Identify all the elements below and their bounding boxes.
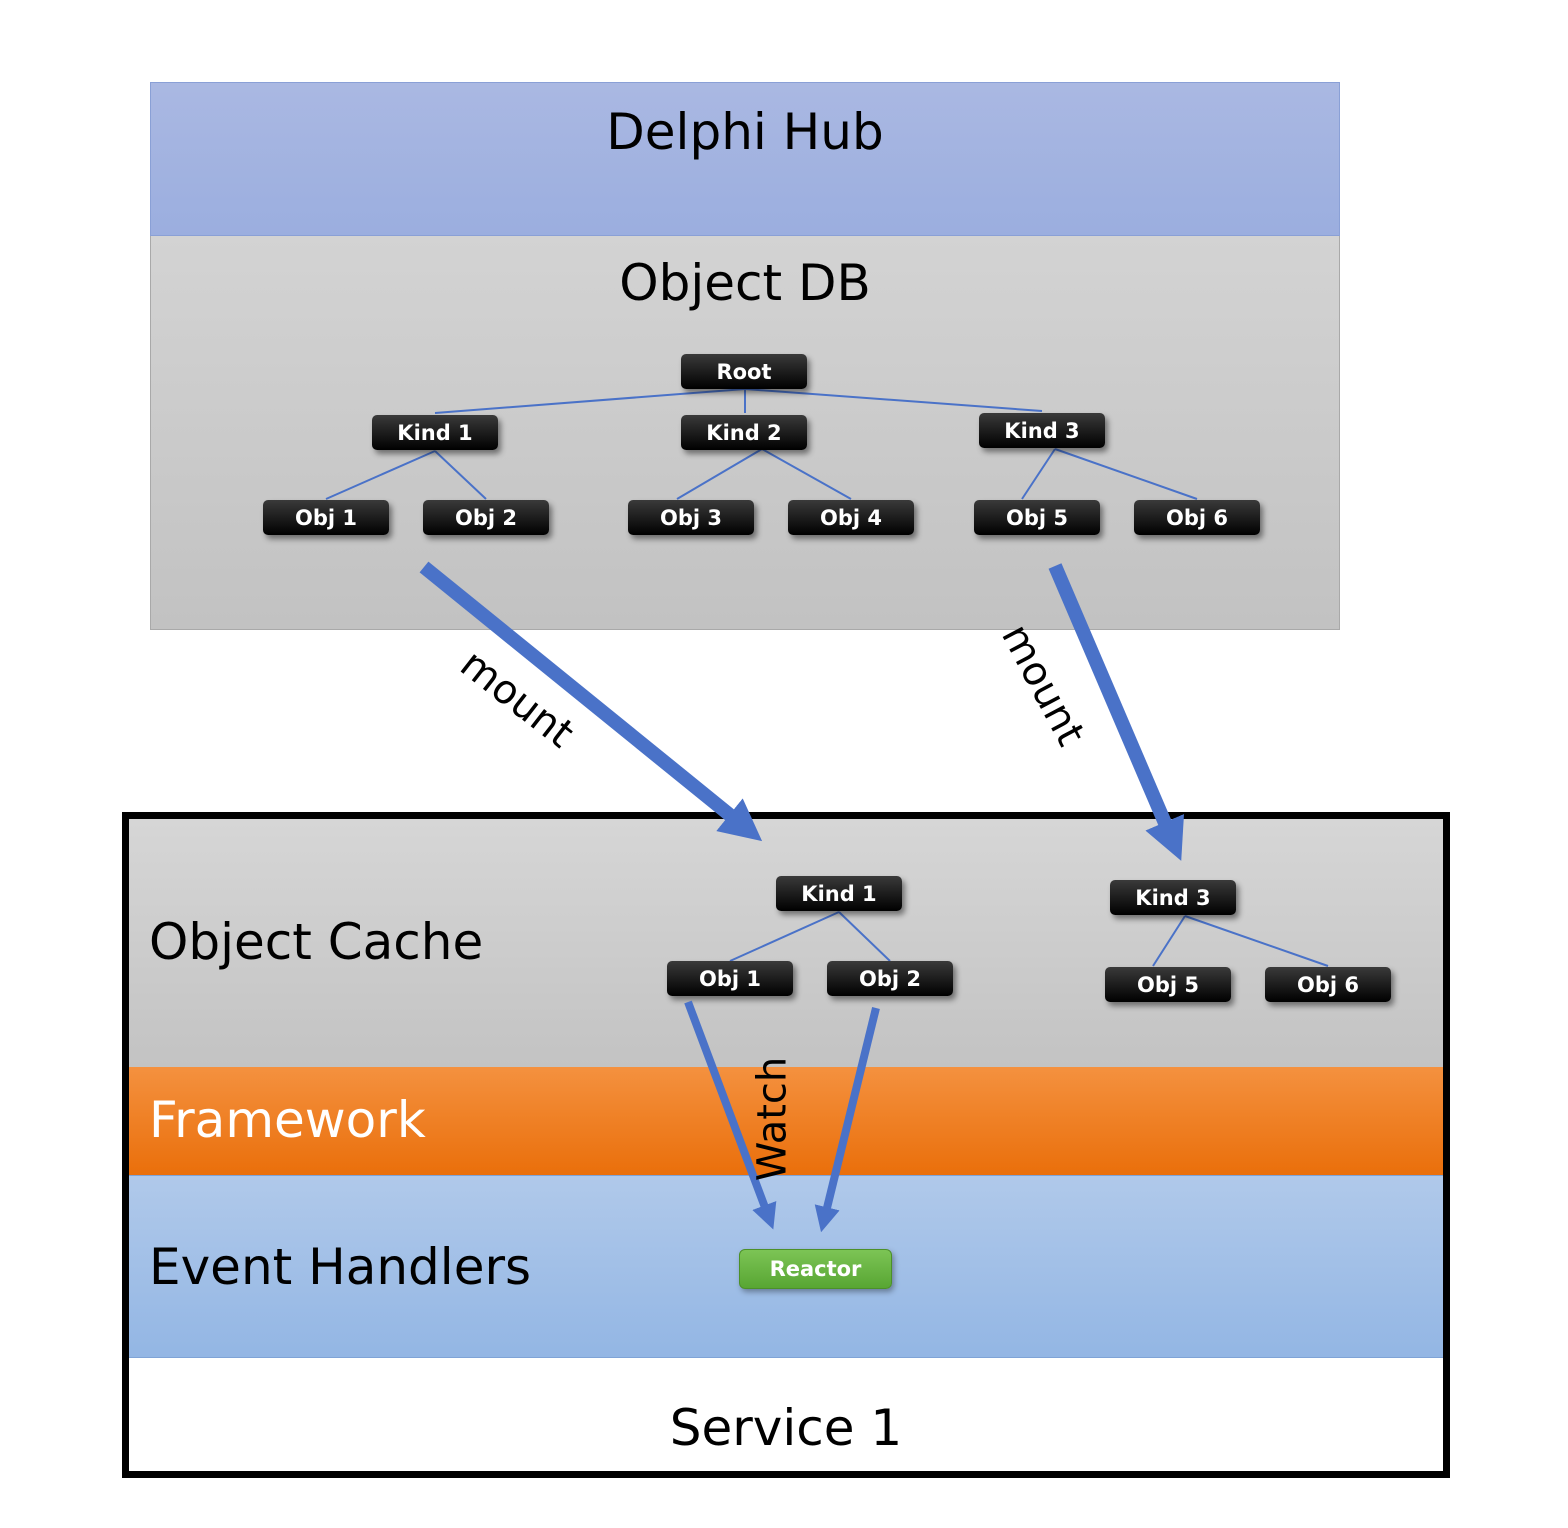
watch-label: Watch (749, 1056, 796, 1182)
obj-2-node: Obj 2 (423, 500, 549, 535)
object-db-title: Object DB (619, 254, 871, 312)
watch-arrow-left (684, 1000, 777, 1230)
obj-5-node: Obj 5 (974, 500, 1100, 535)
cache-obj-5-node: Obj 5 (1105, 967, 1231, 1002)
cache-obj-2-node: Obj 2 (827, 961, 953, 996)
cache-kind-1-node: Kind 1 (776, 876, 902, 911)
kind-1-node: Kind 1 (372, 415, 498, 450)
event-handlers-band: Event Handlers (129, 1175, 1443, 1358)
cache-obj-1-node: Obj 1 (667, 961, 793, 996)
reactor-node: Reactor (739, 1249, 892, 1289)
mount-arrow-right (1048, 563, 1185, 861)
obj-6-node: Obj 6 (1134, 500, 1260, 535)
event-handlers-label: Event Handlers (149, 1238, 532, 1296)
service-title: Service 1 (669, 1399, 903, 1457)
mount-arrow-left (419, 561, 763, 842)
kind-3-node: Kind 3 (979, 413, 1105, 448)
delphi-hub-band: Delphi Hub (150, 82, 1340, 236)
framework-label: Framework (149, 1091, 426, 1149)
watch-arrow-right (814, 1007, 880, 1233)
framework-band: Framework (129, 1067, 1443, 1175)
obj-3-node: Obj 3 (628, 500, 754, 535)
cache-kind-3-node: Kind 3 (1110, 880, 1236, 915)
delphi-hub-title: Delphi Hub (606, 103, 884, 161)
obj-1-node: Obj 1 (263, 500, 389, 535)
object-cache-band: Object Cache (129, 819, 1443, 1067)
object-cache-label: Object Cache (149, 913, 484, 971)
root-node: Root (681, 354, 807, 389)
kind-2-node: Kind 2 (681, 415, 807, 450)
cache-obj-6-node: Obj 6 (1265, 967, 1391, 1002)
obj-4-node: Obj 4 (788, 500, 914, 535)
